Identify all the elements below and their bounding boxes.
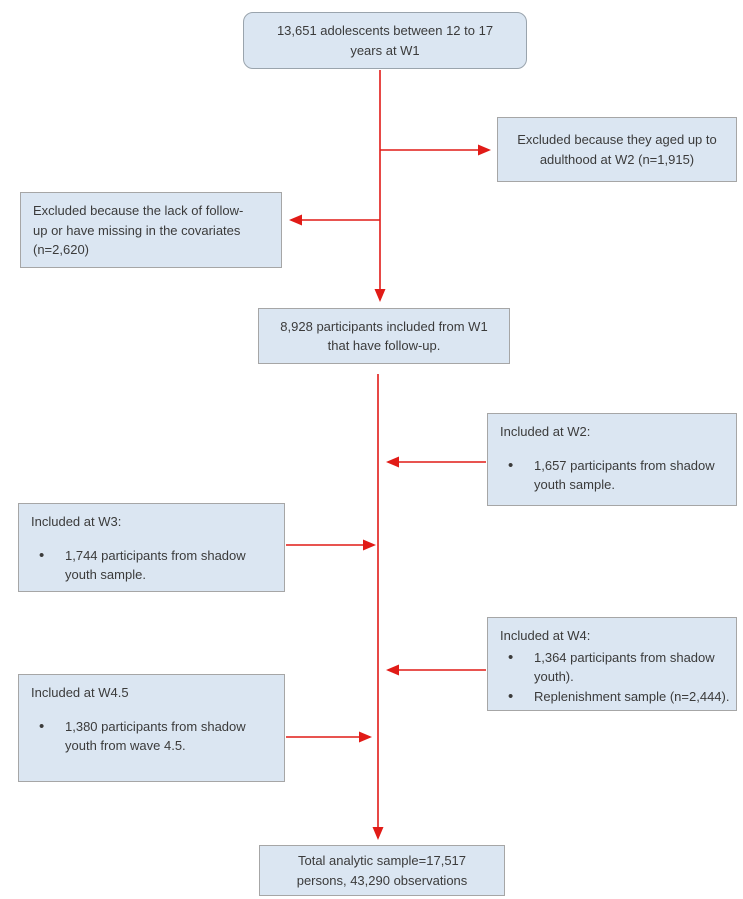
box-included-w4-title: Included at W4: <box>500 628 591 643</box>
box-included-w2: Included at W2: 1,657 participants from … <box>487 413 737 506</box>
box-total-text: Total analytic sample=17,517 persons, 43… <box>296 853 468 888</box>
list-item: 1,364 participants from shadow youth). <box>508 647 730 687</box>
list-item: Replenishment sample (n=2,444). <box>508 686 730 708</box>
box-included-w4-list: 1,364 participants from shadow youth). R… <box>500 647 730 708</box>
box-total: Total analytic sample=17,517 persons, 43… <box>259 845 505 896</box>
box-included-w3-title: Included at W3: <box>31 514 122 529</box>
list-item: 1,744 participants from shadow youth sam… <box>39 545 278 585</box>
box-included-w4: Included at W4: 1,364 participants from … <box>487 617 737 711</box>
list-item: 1,380 participants from shadow youth fro… <box>39 716 278 756</box>
box-included-w1: 8,928 participants included from W1 that… <box>258 308 510 364</box>
box-included-w1-text: 8,928 participants included from W1 that… <box>280 318 488 354</box>
list-item: 1,657 participants from shadow youth sam… <box>508 455 730 495</box>
box-included-w45-list: 1,380 participants from shadow youth fro… <box>31 716 278 756</box>
box-excluded-followup-text: Excluded because the lack of follow- up … <box>33 203 244 257</box>
box-start-text: 13,651 adolescents between 12 to 17 year… <box>276 23 494 58</box>
box-included-w3: Included at W3: 1,744 participants from … <box>18 503 285 592</box>
box-included-w2-list: 1,657 participants from shadow youth sam… <box>500 455 730 495</box>
box-included-w2-title: Included at W2: <box>500 424 591 439</box>
box-excluded-w2: Excluded because they aged up to adultho… <box>497 117 737 182</box>
box-included-w45-title: Included at W4.5 <box>31 685 129 700</box>
box-excluded-followup: Excluded because the lack of follow- up … <box>20 192 282 268</box>
box-excluded-w2-text: Excluded because they aged up to adultho… <box>517 132 717 167</box>
box-included-w45: Included at W4.5 1,380 participants from… <box>18 674 285 782</box>
box-included-w3-list: 1,744 participants from shadow youth sam… <box>31 545 278 585</box>
box-start: 13,651 adolescents between 12 to 17 year… <box>243 12 527 69</box>
